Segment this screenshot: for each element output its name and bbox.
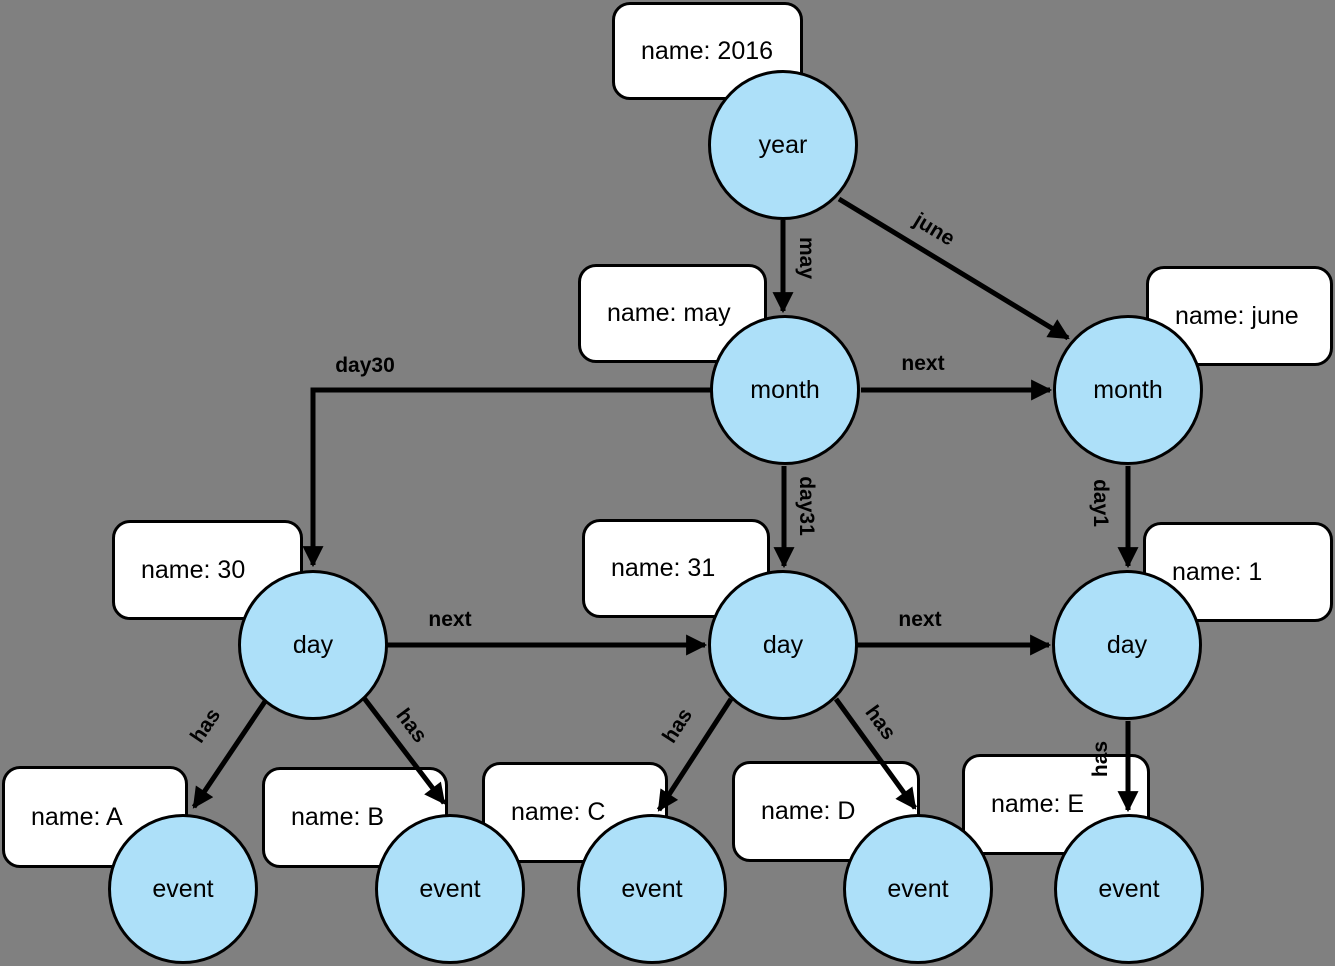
edge-day-30-to-event-a (191, 698, 269, 809)
node-day-30: day (238, 570, 388, 720)
edge-day-31-to-event-c (656, 697, 734, 812)
node-label: day (292, 630, 334, 659)
node-year: year (708, 70, 858, 220)
edge-day-30-to-event-b (362, 696, 446, 805)
node-event-b: event (375, 814, 525, 964)
node-label: event (1098, 874, 1160, 903)
node-event-d: event (843, 814, 993, 964)
property-box-text: name: D (761, 797, 856, 825)
node-month-may: month (710, 315, 860, 465)
node-event-e: event (1054, 814, 1204, 964)
node-event-c: event (577, 814, 727, 964)
node-day-1: day (1052, 570, 1202, 720)
property-box-text: name: june (1175, 301, 1299, 330)
property-box-text: name: may (607, 299, 731, 327)
node-month-june: month (1053, 315, 1203, 465)
property-box-text: name: E (991, 790, 1085, 818)
edge-month-may-to-day-30 (302, 387, 712, 568)
property-box-text: name: 2016 (641, 36, 774, 65)
node-label: month (1093, 375, 1163, 404)
node-label: event (419, 874, 481, 903)
node-event-a: event (108, 814, 258, 964)
property-box-text: name: A (31, 802, 123, 831)
property-box-year: name: 2016 (612, 2, 803, 100)
node-label: event (887, 874, 949, 903)
node-label: day (1106, 630, 1148, 659)
property-box-text: name: 1 (1172, 557, 1263, 586)
property-box-text: name: B (291, 803, 385, 831)
node-label: event (152, 874, 214, 903)
node-label: month (750, 375, 820, 404)
property-box-event-c: name: C (482, 762, 668, 863)
property-box-text: name: 30 (141, 555, 246, 584)
property-box-text: name: C (511, 798, 606, 826)
edge-year-to-month-june (837, 196, 1070, 341)
edge-day-31-to-event-d (833, 697, 918, 810)
node-label: day (762, 630, 804, 659)
node-label: event (621, 874, 683, 903)
property-box-text: name: 31 (611, 554, 716, 582)
node-label: year (758, 130, 808, 159)
node-day-31: day (708, 570, 858, 720)
